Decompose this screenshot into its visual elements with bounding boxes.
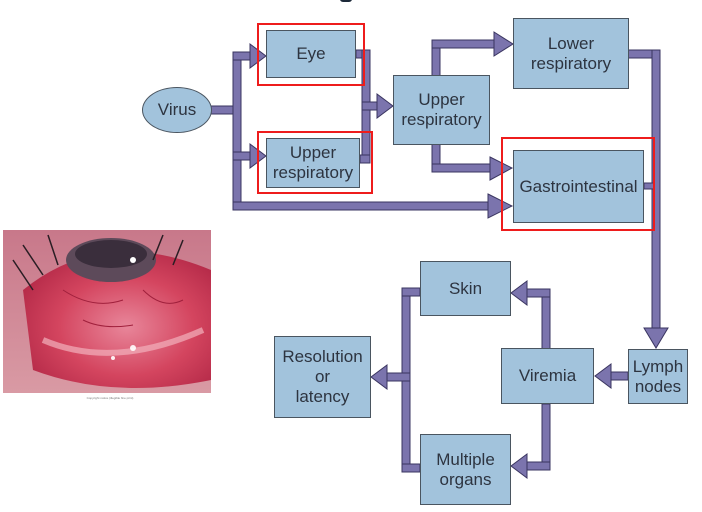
node-eye: Eye — [266, 30, 356, 78]
node-viremia: Viremia — [501, 348, 594, 404]
node-skin-label: Skin — [448, 278, 483, 298]
connector-upper-entry-out — [359, 154, 371, 164]
arrowhead-skin — [510, 280, 528, 306]
node-upper-respiratory-entry: Upper respiratory — [266, 138, 360, 188]
node-virus: Virus — [142, 87, 212, 133]
arrowhead-resolution — [370, 364, 388, 390]
node-lymph-nodes-line2: nodes — [634, 376, 682, 396]
highlight-eye — [257, 23, 365, 86]
node-lower-respiratory-line1: Lower — [547, 33, 595, 53]
node-multiple-organs-line2: organs — [439, 469, 492, 489]
highlight-upper-respiratory-entry — [257, 131, 373, 194]
connector-to-lower — [431, 39, 497, 49]
connector-viremia-down — [541, 403, 551, 471]
connector-trunk-vertical — [232, 51, 242, 211]
node-lymph-nodes: Lymph nodes — [628, 349, 688, 404]
arrowhead-lower-resp — [493, 31, 514, 57]
node-multiple-organs: Multiple organs — [420, 434, 511, 505]
node-resolution-line3: latency — [295, 387, 350, 406]
arrowhead-gastro-bottom — [487, 193, 514, 219]
node-gastrointestinal: Gastrointestinal — [513, 150, 644, 223]
arrowhead-upper-resp — [376, 93, 394, 119]
arrowhead-lymph — [643, 327, 669, 349]
node-virus-label: Virus — [157, 100, 197, 119]
node-resolution-line1: Resolution — [282, 347, 363, 366]
highlight-gastrointestinal — [501, 137, 655, 231]
node-gastrointestinal-label: Gastrointestinal — [519, 176, 638, 196]
connector-skin-out — [401, 287, 421, 297]
node-resolution-line2: or — [314, 367, 331, 386]
node-lower-respiratory-line2: respiratory — [530, 53, 612, 73]
node-skin: Skin — [420, 261, 511, 316]
node-upper-respiratory-line2: respiratory — [401, 110, 482, 129]
connector-to-organs — [523, 461, 551, 471]
conjunctivitis-photo — [3, 230, 211, 393]
connector-organs-out — [401, 463, 421, 473]
node-viremia-label: Viremia — [518, 366, 577, 385]
connector-to-gastro-top — [431, 163, 493, 173]
node-upper-respiratory: Upper respiratory — [393, 75, 490, 145]
connector-to-skin — [523, 288, 551, 298]
node-eye-label: Eye — [296, 44, 326, 63]
connector-viremia-up — [541, 288, 551, 350]
connector-to-resolution — [383, 372, 411, 382]
arrowhead-viremia — [594, 363, 612, 389]
node-upper-respiratory-line1: Upper — [418, 90, 465, 109]
node-lower-respiratory: Lower respiratory — [513, 18, 629, 89]
clipped-title-fragment — [340, 0, 352, 2]
photo-caption: Copyright notice (illegible fine print) — [86, 396, 134, 400]
arrowhead-organs — [510, 453, 528, 479]
node-upper-respiratory-entry-line2: respiratory — [272, 163, 354, 182]
node-resolution-or-latency: Resolution or latency — [274, 336, 371, 418]
node-upper-respiratory-entry-line1: Upper — [289, 143, 337, 162]
connector-to-gastro-bottom — [232, 201, 492, 211]
node-multiple-organs-line1: Multiple — [436, 449, 495, 469]
node-lymph-nodes-line1: Lymph — [632, 356, 684, 376]
